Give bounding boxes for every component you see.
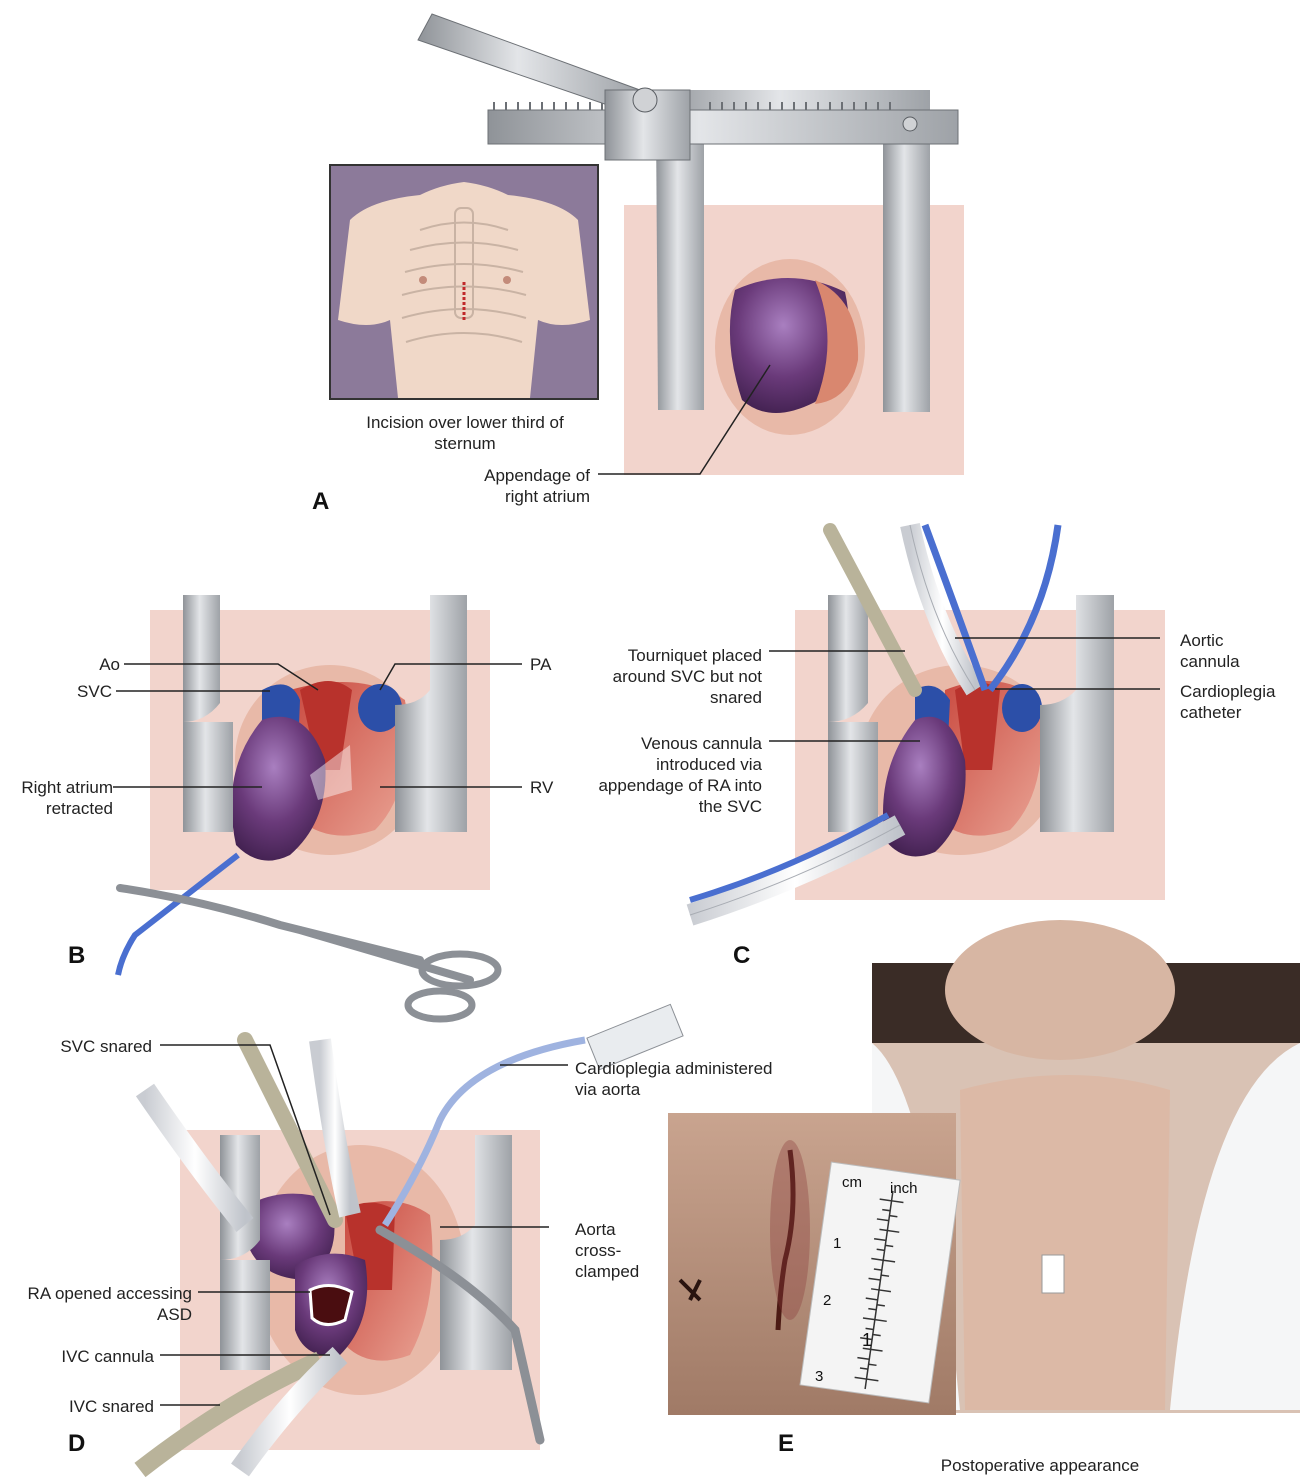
panel-label-e: E — [778, 1430, 794, 1458]
retractor-frame — [656, 120, 704, 410]
label-cardioplegia-catheter: Cardioplegia catheter — [1180, 681, 1300, 723]
panel-e-photos — [668, 920, 1300, 1415]
label-ra-opened: RA opened accessing ASD — [20, 1283, 192, 1325]
label-ivc-snared: IVC snared — [20, 1396, 154, 1417]
ruler-label-inch: inch — [890, 1180, 918, 1197]
panel-label-d: D — [68, 1430, 85, 1458]
label-pa: PA — [530, 654, 590, 675]
label-aortic-cannula: Aortic cannula — [1180, 630, 1280, 672]
panel-c-illustration — [690, 525, 1165, 915]
ruler-mark-2: 2 — [823, 1292, 831, 1309]
label-ivc-cannula: IVC cannula — [20, 1346, 154, 1367]
ruler-mark-1: 1 — [833, 1235, 841, 1252]
panel-label-b: B — [68, 942, 85, 970]
ruler-mark-3: 3 — [815, 1368, 823, 1385]
panel-a-illustration — [330, 14, 964, 475]
label-aorta-cross-clamped: Aorta cross-clamped — [575, 1219, 665, 1282]
label-appendage-right-atrium: Appendage of right atrium — [455, 465, 590, 507]
retractor-rack — [488, 110, 958, 144]
label-cardioplegia-administered: Cardioplegia administered via aorta — [575, 1058, 775, 1100]
panel-b-illustration — [113, 595, 522, 1019]
label-svc-snared: SVC snared — [20, 1036, 152, 1057]
panel-label-a: A — [312, 488, 329, 516]
label-tourniquet: Tourniquet placed around SVC but not sna… — [590, 645, 762, 708]
ruler-inch-mark-1: 1 — [862, 1330, 872, 1351]
label-venous-cannula: Venous cannula introduced via appendage … — [590, 733, 762, 817]
panel-label-c: C — [733, 942, 750, 970]
label-ao: Ao — [60, 654, 120, 675]
label-svc: SVC — [52, 681, 112, 702]
inset-caption: Incision over lower third of sternum — [355, 412, 575, 454]
hemostat-clamp — [120, 888, 470, 980]
label-right-atrium-retracted: Right atrium retracted — [0, 777, 113, 819]
ruler-label-cm: cm — [842, 1174, 862, 1191]
label-rv: RV — [530, 777, 590, 798]
label-postoperative-appearance: Postoperative appearance — [905, 1455, 1175, 1476]
